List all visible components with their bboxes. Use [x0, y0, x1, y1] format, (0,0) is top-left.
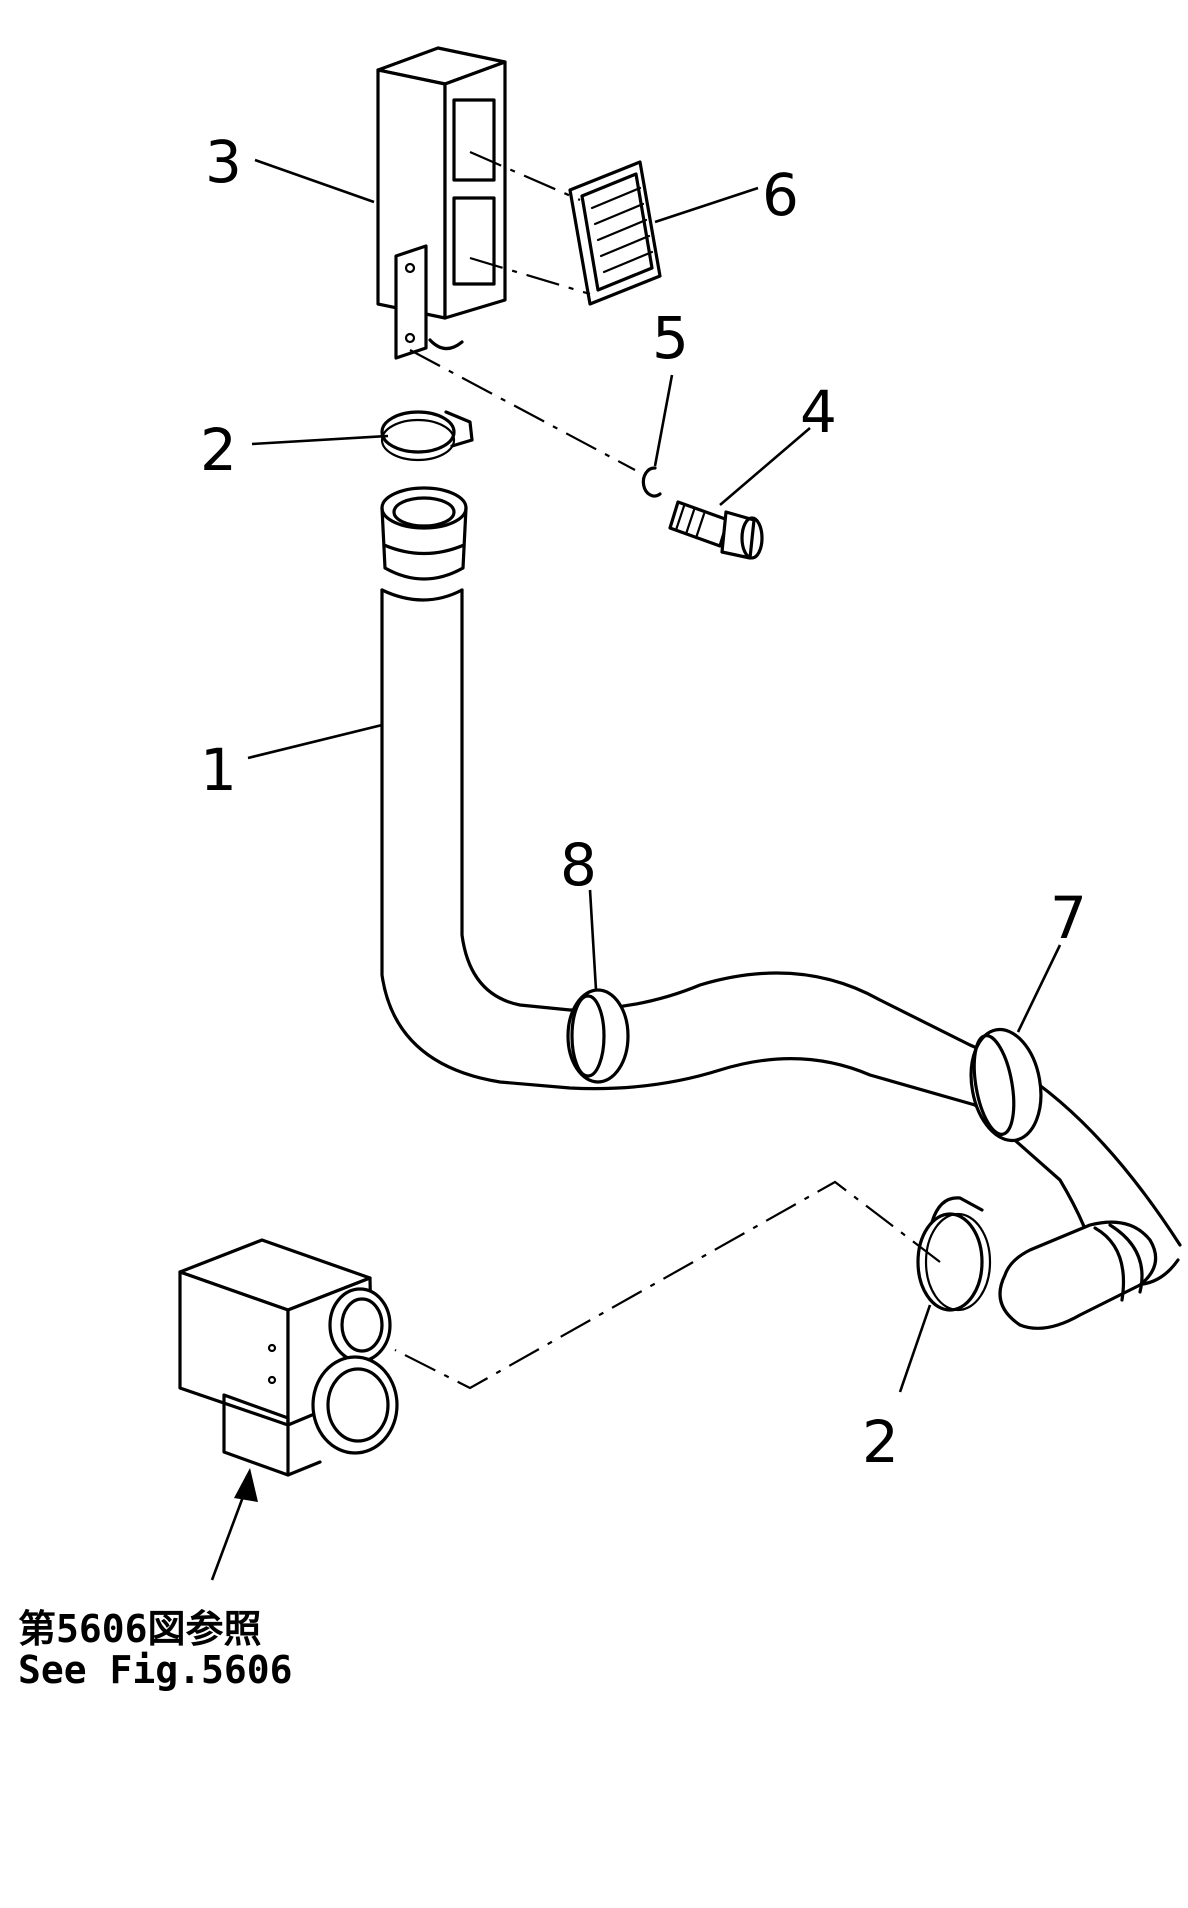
callout-5: 5: [652, 304, 689, 372]
callout-6: 6: [762, 161, 799, 229]
reference-arrow: [210, 1468, 258, 1581]
part-8-band: [566, 988, 630, 1084]
part-5-washer: [641, 466, 662, 498]
part-6-grille: [568, 160, 662, 306]
callout-1: 1: [200, 736, 237, 804]
callout-labels: 1 2 2 3 4 5 6 7 8: [200, 128, 1087, 1476]
callout-7: 7: [1050, 884, 1087, 952]
part-7-band: [969, 1027, 1043, 1143]
callout-2b: 2: [862, 1408, 899, 1476]
part-1-hose: [380, 486, 1182, 1330]
callout-4: 4: [800, 378, 837, 446]
reference-english: See Fig.5606: [18, 1648, 293, 1692]
assembly-lines: [394, 150, 941, 1390]
part-2-clamp-lower: [916, 1196, 992, 1312]
part-4-bolt: [668, 500, 764, 560]
callout-3: 3: [205, 128, 242, 196]
referenced-unit: [178, 1238, 399, 1477]
reference-japanese: 第5606図参照: [18, 1607, 262, 1651]
part-3-duct-box: [376, 46, 507, 360]
leader-lines: [247, 158, 1062, 1393]
callout-2a: 2: [200, 416, 237, 484]
part-2-clamp-upper: [380, 410, 474, 462]
callout-8: 8: [560, 831, 597, 899]
